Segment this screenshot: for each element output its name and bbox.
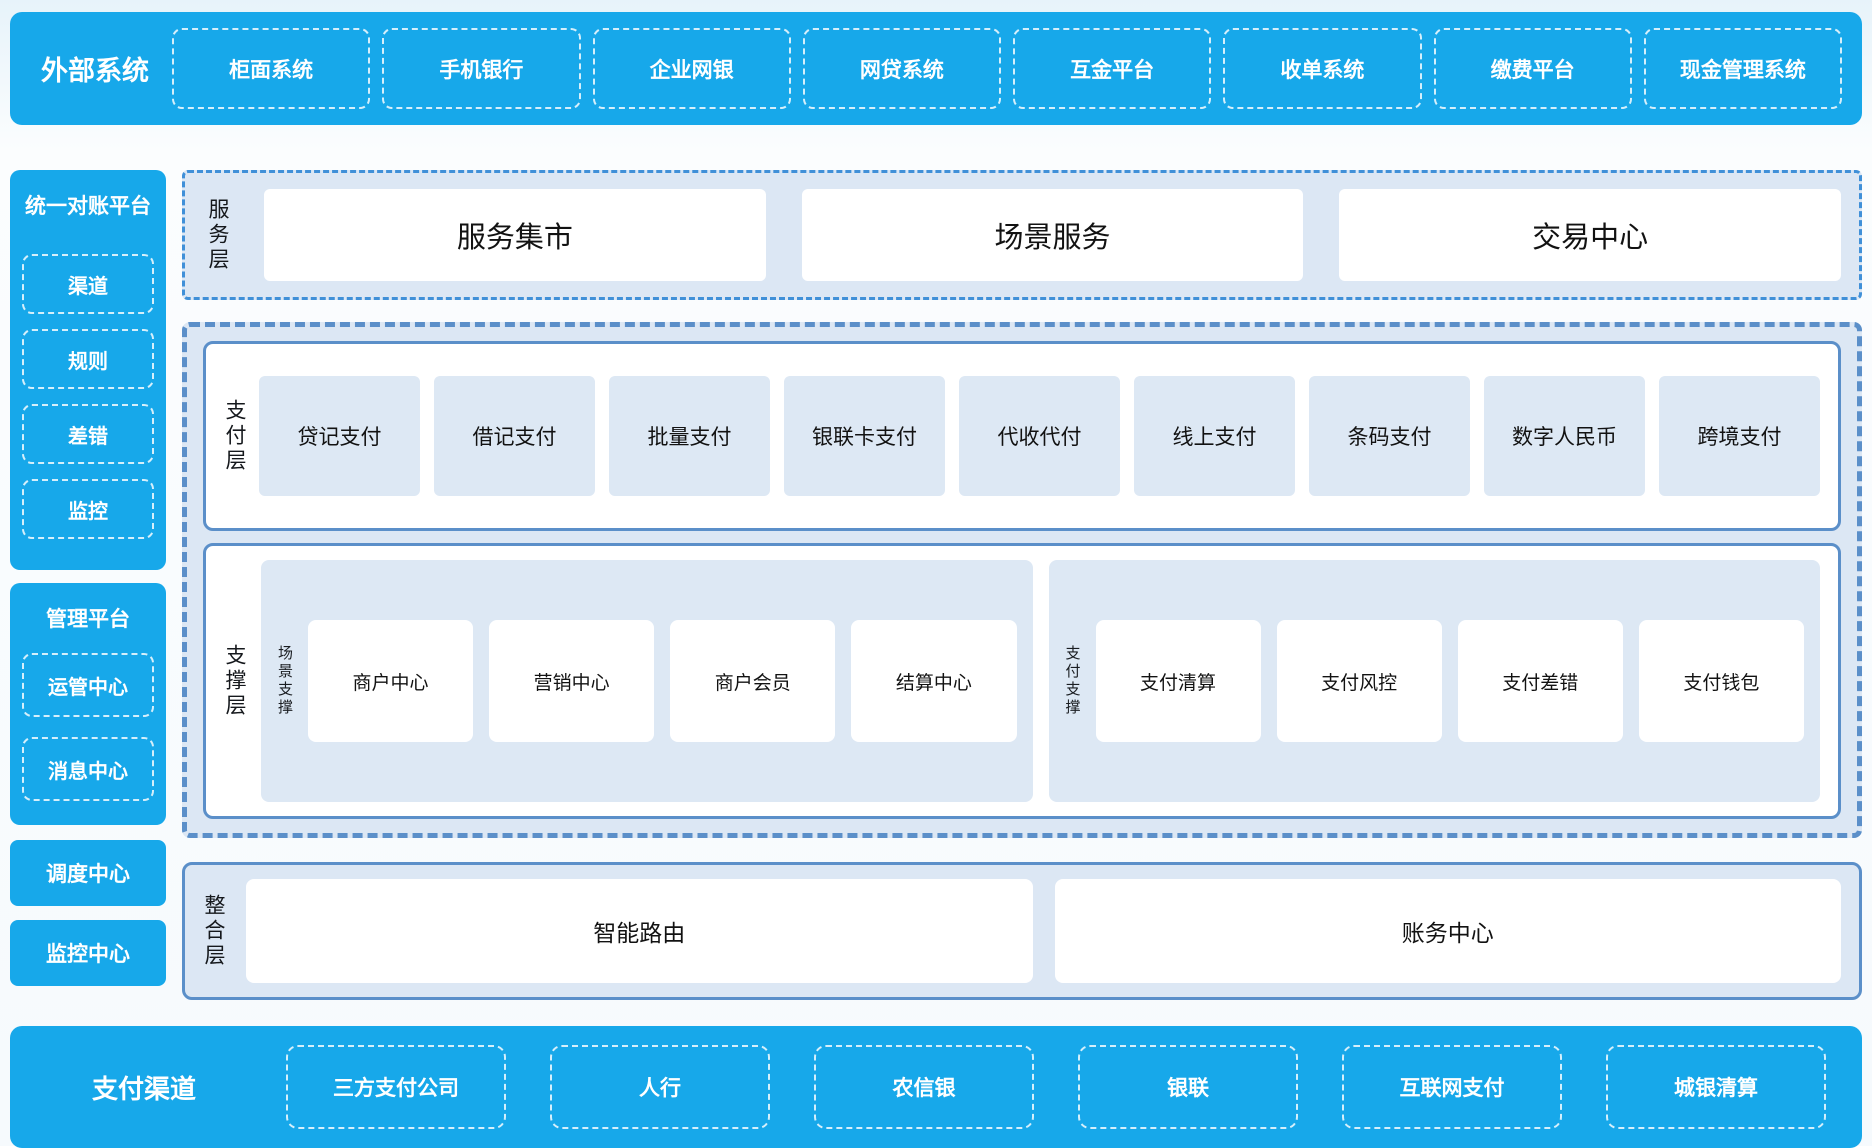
external-system-node-counter: 柜面系统: [172, 28, 371, 109]
integration-node-accounting-center: 账务中心: [1054, 879, 1841, 983]
support-node-marketing-center: 营销中心: [489, 620, 655, 742]
reconciliation-platform-title: 统一对账平台: [25, 195, 151, 218]
payment-layer-panel: 支付层 贷记支付 借记支付 批量支付 银联卡支付 代收代付 线上支付 条码支付 …: [203, 341, 1841, 531]
scenario-support-group: 场景支撑 商户中心 营销中心 商户会员 结算中心: [261, 560, 1033, 802]
external-system-node-bill-payment: 缴费平台: [1433, 28, 1632, 109]
service-layer-label: 服务层: [206, 197, 229, 273]
payment-support-wrapper: 支付层 贷记支付 借记支付 批量支付 银联卡支付 代收代付 线上支付 条码支付 …: [182, 322, 1862, 838]
reconciliation-node-channel: 渠道: [22, 254, 154, 314]
external-systems-title: 外部系统: [41, 56, 149, 86]
payment-node-credit: 贷记支付: [259, 376, 420, 496]
reconciliation-node-errors: 差错: [22, 404, 154, 464]
support-layer-label: 支撑层: [223, 643, 246, 719]
payment-channels-title: 支付渠道: [91, 1073, 196, 1104]
external-system-node-internet-finance: 互金平台: [1013, 28, 1212, 109]
reconciliation-node-rules: 规则: [22, 329, 154, 389]
service-node-service-market: 服务集市: [264, 189, 766, 281]
support-layer-panel: 支撑层 场景支撑 商户中心 营销中心 商户会员 结算中心 支付支撑 支付清算 支…: [203, 543, 1841, 819]
channel-node-rural-credit-bank: 农信银: [814, 1045, 1034, 1129]
channel-node-internet-payment: 互联网支付: [1342, 1045, 1562, 1129]
payment-node-unionpay-card: 银联卡支付: [784, 376, 945, 496]
layers-column: 服务层 服务集市 场景服务 交易中心 支付层 贷记支付 借记支付 批量支付 银联…: [182, 145, 1862, 1000]
external-system-node-acquiring: 收单系统: [1223, 28, 1422, 109]
support-node-payment-wallet: 支付钱包: [1638, 620, 1804, 742]
service-layer-panel: 服务层 服务集市 场景服务 交易中心: [182, 170, 1862, 300]
payment-support-label: 支付支撑: [1063, 645, 1081, 717]
management-platform-panel: 管理平台 运管中心 消息中心: [10, 583, 166, 825]
integration-node-smart-routing: 智能路由: [246, 879, 1033, 983]
service-node-transaction-center: 交易中心: [1339, 189, 1842, 281]
payment-node-batch: 批量支付: [609, 376, 770, 496]
reconciliation-platform-panel: 统一对账平台 渠道 规则 差错 监控: [10, 170, 166, 570]
management-node-message-center: 消息中心: [22, 737, 154, 801]
support-node-payment-errors: 支付差错: [1457, 620, 1623, 742]
reconciliation-node-monitoring: 监控: [22, 479, 154, 539]
management-node-operations-center: 运管中心: [22, 653, 154, 717]
external-system-node-corporate-ebank: 企业网银: [592, 28, 791, 109]
management-platform-title: 管理平台: [46, 608, 130, 631]
payment-layer-label: 支付层: [223, 398, 246, 474]
payment-node-cross-border: 跨境支付: [1659, 376, 1820, 496]
channel-node-pboc: 人行: [550, 1045, 770, 1129]
payment-node-collection-agency: 代收代付: [959, 376, 1120, 496]
channel-node-third-party-payment: 三方支付公司: [286, 1045, 506, 1129]
payment-node-online: 线上支付: [1134, 376, 1295, 496]
support-node-merchant-center: 商户中心: [308, 620, 474, 742]
scenario-support-label: 场景支撑: [276, 645, 293, 717]
diagram-body: 统一对账平台 渠道 规则 差错 监控 管理平台 运管中心 消息中心 调度中心 监…: [10, 145, 1862, 1000]
support-node-payment-risk-control: 支付风控: [1276, 620, 1442, 742]
payment-node-debit: 借记支付: [434, 376, 595, 496]
payment-node-digital-rmb: 数字人民币: [1484, 376, 1645, 496]
channel-node-unionpay: 银联: [1078, 1045, 1298, 1129]
external-systems-bar: 外部系统 柜面系统 手机银行 企业网银 网贷系统 互金平台 收单系统 缴费平台 …: [10, 12, 1862, 125]
left-sidebar: 统一对账平台 渠道 规则 差错 监控 管理平台 运管中心 消息中心 调度中心 监…: [10, 145, 166, 1000]
payment-support-group: 支付支撑 支付清算 支付风控 支付差错 支付钱包: [1048, 560, 1820, 802]
payment-channels-bar: 支付渠道 三方支付公司 人行 农信银 银联 互联网支付 城银清算: [10, 1026, 1862, 1148]
service-node-scenario-service: 场景服务: [801, 189, 1304, 281]
support-node-settlement-center: 结算中心: [851, 620, 1017, 742]
external-system-node-online-loan: 网贷系统: [802, 28, 1001, 109]
support-node-payment-clearing: 支付清算: [1095, 620, 1261, 742]
external-system-node-mobile-banking: 手机银行: [382, 28, 581, 109]
integration-layer-label: 整合层: [202, 893, 225, 969]
external-system-node-cash-management: 现金管理系统: [1643, 28, 1842, 109]
support-node-merchant-member: 商户会员: [670, 620, 836, 742]
payment-node-barcode: 条码支付: [1309, 376, 1470, 496]
channel-node-city-bank-clearing: 城银清算: [1606, 1045, 1826, 1129]
scheduling-center-block: 调度中心: [10, 840, 166, 906]
integration-layer-panel: 整合层 智能路由 账务中心: [182, 862, 1862, 1000]
monitoring-center-block: 监控中心: [10, 920, 166, 986]
